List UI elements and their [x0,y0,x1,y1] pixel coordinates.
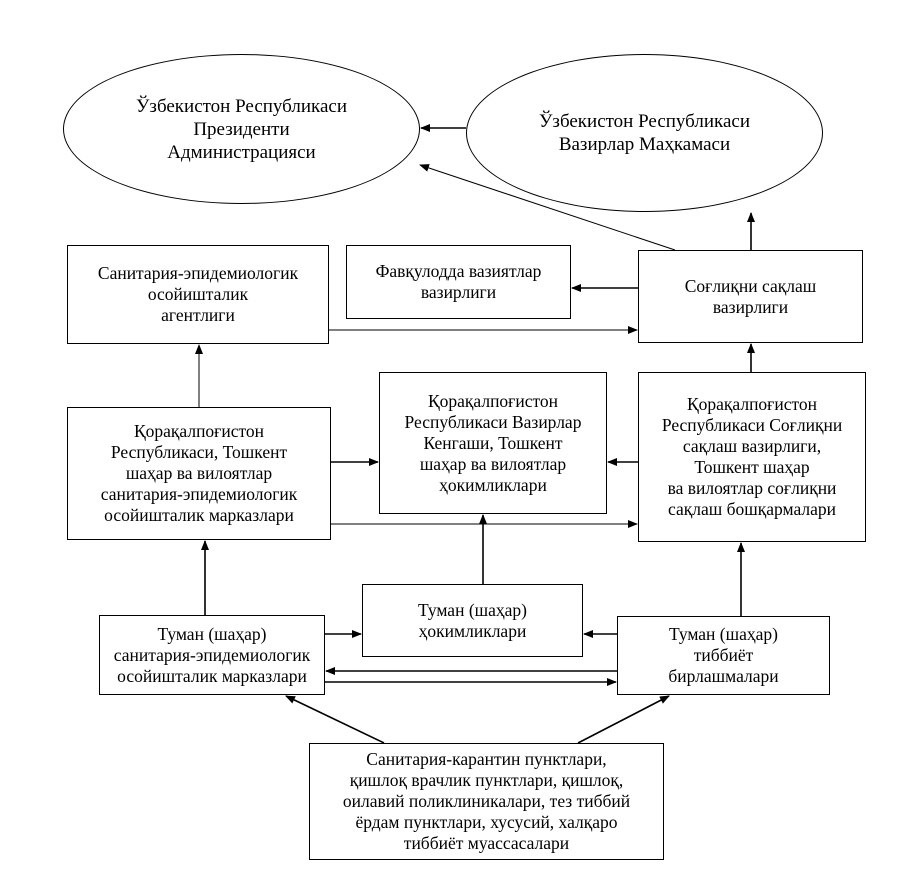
node-regional-health-departments: Қорақалпоғистон Республикаси Соғлиқни са… [638,372,866,542]
node-label: Фавқулодда вазиятлар вазирлиги [375,261,542,302]
node-district-sanitary-centers: Туман (шаҳар) санитария-эпидемиологик ос… [99,615,325,695]
node-label: Соғлиқни сақлаш вазирлиги [684,275,817,317]
node-label: Ўзбекистон Республикаси Вазирлар Маҳкама… [538,111,750,155]
node-label: Қорақалпоғистон Республикаси, Тошкент ша… [100,421,298,525]
node-label: Ўзбекистон Республикаси Президенти Админ… [135,95,347,163]
node-label: Санитария-карантин пунктлари, қишлоқ вра… [342,749,631,853]
node-label: Туман (шаҳар) санитария-эпидемиологик ос… [113,623,311,686]
edge-facilities-to-district-medical [577,695,670,744]
node-president-administration: Ўзбекистон Республикаси Президенти Админ… [63,54,420,204]
node-regional-government: Қорақалпоғистон Республикаси Вазирлар Ке… [379,372,607,514]
node-district-government: Туман (шаҳар) ҳокимликлари [362,584,583,657]
node-label: Қорақалпоғистон Республикаси Вазирлар Ке… [404,390,582,495]
node-medical-facilities: Санитария-карантин пунктлари, қишлоқ вра… [309,743,664,860]
node-label: Қорақалпоғистон Республикаси Соғлиқни са… [661,394,843,519]
node-regional-sanitary-centers: Қорақалпоғистон Республикаси, Тошкент ша… [67,407,331,540]
edge-facilities-to-district-sanitary [285,695,385,744]
node-sanitary-agency: Санитария-эпидемиологик осойишталик аген… [67,245,329,344]
edge-health-ministry-to-president [419,164,676,251]
node-health-ministry: Соғлиқни сақлаш вазирлиги [638,250,863,343]
node-cabinet-of-ministers: Ўзбекистон Республикаси Вазирлар Маҳкама… [466,54,823,212]
node-label: Туман (шаҳар) тиббиёт бирлашмалари [668,624,779,686]
node-district-medical-associations: Туман (шаҳар) тиббиёт бирлашмалари [617,616,830,695]
node-emergency-ministry: Фавқулодда вазиятлар вазирлиги [346,245,571,319]
node-label: Туман (шаҳар) ҳокимликлари [418,599,527,641]
node-label: Санитария-эпидемиологик осойишталик аген… [97,263,299,325]
